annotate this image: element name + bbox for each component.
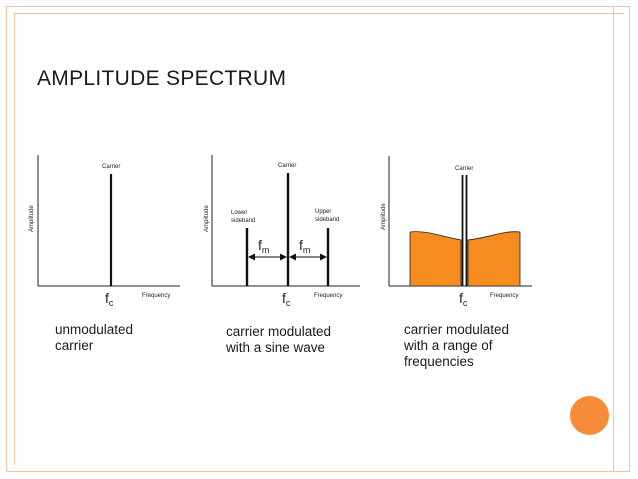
sideband-area-lower <box>409 231 462 287</box>
slide-frame-outer <box>6 6 630 472</box>
carrier-label: Carrier <box>102 164 120 170</box>
slide-title: AMPLITUDE SPECTRUM <box>37 67 287 90</box>
caption-sine: carrier modulated with a sine wave <box>226 324 332 355</box>
lower-sideband-label: Lower sideband <box>231 210 255 224</box>
x-axis-label: Frequency <box>142 293 170 299</box>
panel-range: Amplitude Carrier Frequency fc <box>381 156 532 308</box>
carrier-label: Carrier <box>278 163 296 169</box>
y-axis-label: Amplitude <box>204 205 210 232</box>
slide-frame-right-line <box>613 6 614 472</box>
caption-range: carrier modulated with a range of freque… <box>404 322 510 369</box>
fm-label-right: fm <box>299 237 310 255</box>
fc-label: fc <box>459 290 468 308</box>
carrier-label: Carrier <box>455 166 473 172</box>
fc-label: fc <box>105 290 114 308</box>
x-axis-label: Frequency <box>314 293 342 299</box>
accent-circle <box>570 396 609 435</box>
fm-label-left: fm <box>258 237 269 255</box>
x-axis-label: Frequency <box>490 293 518 299</box>
panel-unmodulated: Amplitude Carrier Frequency fc <box>29 155 180 308</box>
upper-sideband-label: Upper sideband <box>315 209 339 223</box>
slide-frame-inner <box>14 13 624 465</box>
y-axis-label: Amplitude <box>381 203 387 230</box>
sideband-area-upper <box>467 231 521 287</box>
panel-sine: Amplitude Carrier Lower sideband Upper s… <box>204 155 360 308</box>
y-axis-label: Amplitude <box>29 205 35 232</box>
caption-unmodulated: unmodulated carrier <box>55 322 134 353</box>
fc-label: fc <box>282 290 291 308</box>
